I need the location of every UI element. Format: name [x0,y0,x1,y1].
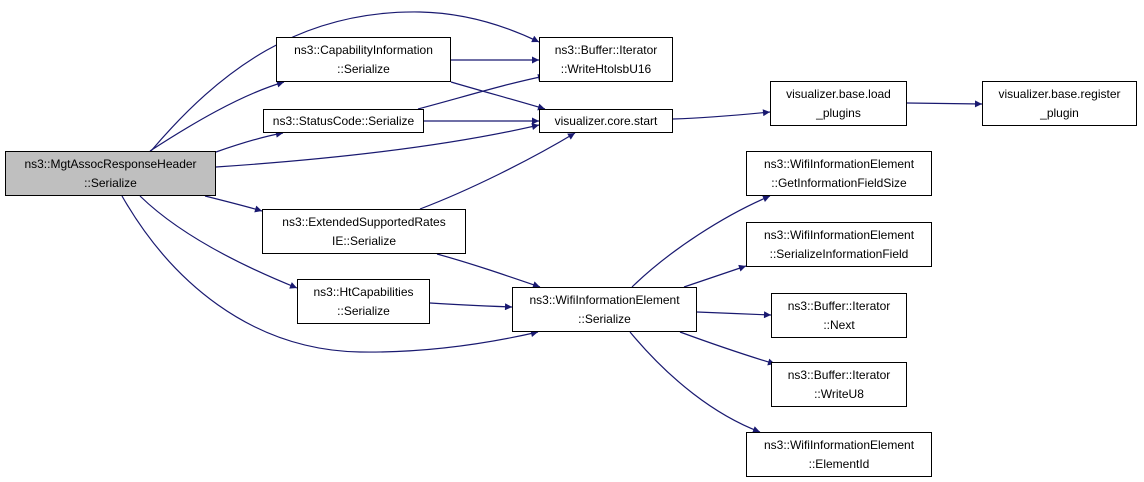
node-label-line: IE::Serialize [331,233,397,248]
node-label-line: ::WriteU8 [814,386,864,401]
node-wifi-information-element-element-id[interactable]: ns3::WifiInformationElement ::ElementId [746,432,932,477]
edge-mgt-to-cap [149,80,285,152]
node-label-line: ::SerializeInformationField [769,246,909,261]
edge-wie-to-next [696,311,772,319]
node-label-line: ::Serialize [337,61,390,76]
node-label-line: visualizer.core.start [554,113,658,128]
edge-status-to-writeHtoLsb [417,73,546,110]
node-label-line: _plugins [816,105,861,120]
edge-wie-to-writeU8 [679,331,776,366]
edge-mgt-to-ext [204,195,263,213]
node-label-line: ns3::WifiInformationElement [529,292,680,307]
node-buffer-iterator-next[interactable]: ns3::Buffer::Iterator ::Next [771,293,907,338]
edge-ext-to-vcore [419,132,576,210]
node-label-line: ns3::WifiInformationElement [763,227,915,242]
node-label-line: visualizer.base.load [786,86,891,101]
node-label-line: ::GetInformationFieldSize [771,175,907,190]
node-visualizer-base-register-plugin[interactable]: visualizer.base.register _plugin [982,81,1137,126]
node-label-line: ns3::WifiInformationElement [763,156,915,171]
node-extended-supported-rates-ie-serialize[interactable]: ns3::ExtendedSupportedRates IE::Serializ… [262,209,466,254]
edge-mgt-to-wie [121,195,539,353]
edge-ht-to-wie [429,302,513,311]
edge-vcore-to-vload [672,109,771,120]
node-ht-capabilities-serialize[interactable]: ns3::HtCapabilities ::Serialize [297,279,430,324]
node-label-line: ns3::HtCapabilities [313,284,414,299]
node-label-line: visualizer.base.register [998,86,1121,101]
node-status-code-serialize[interactable]: ns3::StatusCode::Serialize [263,109,424,133]
node-wifi-information-element-serialize[interactable]: ns3::WifiInformationElement ::Serialize [512,287,697,332]
node-wifi-information-element-get-information-field-size[interactable]: ns3::WifiInformationElement ::GetInforma… [746,151,932,196]
edge-wie-to-elemId [629,331,761,433]
node-mgt-assoc-response-header-serialize: ns3::MgtAssocResponseHeader ::Serialize [5,151,216,196]
node-buffer-iterator-write-u8[interactable]: ns3::Buffer::Iterator ::WriteU8 [771,362,907,407]
node-capability-information-serialize[interactable]: ns3::CapabilityInformation ::Serialize [276,37,451,82]
node-label-line: ::Serialize [84,175,137,190]
edge-mgt-to-status [215,130,284,153]
node-label-line: ::Serialize [337,303,390,318]
node-label-line: ::Next [823,317,855,332]
edge-mgt-to-writeHtoLsb [150,11,540,152]
node-label-line: ns3::WifiInformationElement [763,437,915,452]
node-visualizer-base-load-plugins[interactable]: visualizer.base.load _plugins [770,81,907,126]
node-label-line: ns3::Buffer::Iterator [787,367,891,382]
node-label-line: ns3::Buffer::Iterator [787,298,891,313]
edge-cap-to-vcore [450,81,546,111]
node-buffer-iterator-write-htolsb-u16[interactable]: ns3::Buffer::Iterator ::WriteHtolsbU16 [539,37,673,82]
edge-mgt-to-vcore [215,123,540,168]
node-wifi-information-element-serialize-information-field[interactable]: ns3::WifiInformationElement ::SerializeI… [746,222,932,267]
node-label-line: ::Serialize [578,311,631,326]
node-label-line: ns3::StatusCode::Serialize [272,113,415,128]
node-label-line: ns3::MgtAssocResponseHeader [24,156,197,171]
edge-wie-to-getSize [631,195,771,288]
edge-ext-to-wie [436,253,541,289]
edge-mgt-to-ht [139,195,298,289]
node-label-line: ns3::Buffer::Iterator [554,42,658,57]
edge-wie-to-serField [683,264,747,288]
node-label-line: ns3::ExtendedSupportedRates [282,214,446,229]
node-label-line: ::WriteHtolsbU16 [560,61,652,76]
node-label-line: _plugin [1040,105,1079,120]
node-label-line: ns3::CapabilityInformation [294,42,433,57]
node-visualizer-core-start[interactable]: visualizer.core.start [539,109,673,133]
node-label-line: ::ElementId [808,456,870,471]
edge-vload-to-vreg [906,100,983,108]
